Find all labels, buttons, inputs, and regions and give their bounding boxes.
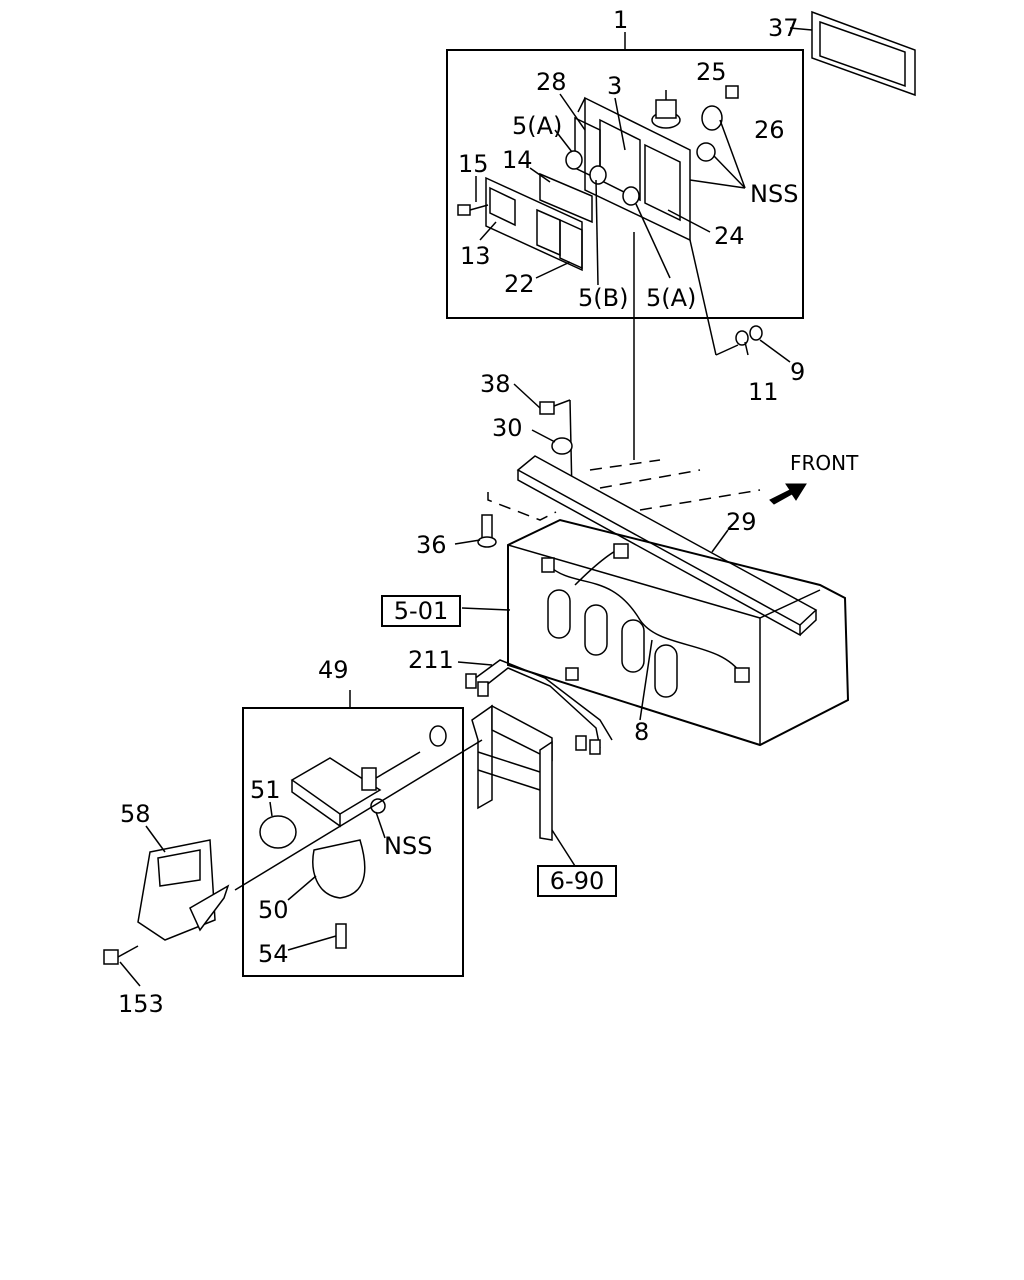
callout-25: 25 xyxy=(696,58,727,86)
bracket-29 xyxy=(516,455,818,637)
callout-30: 30 xyxy=(492,414,523,442)
callout-1: 1 xyxy=(613,6,628,34)
bulb-5a-upper xyxy=(565,150,583,170)
nut-30 xyxy=(551,437,573,455)
callout-50: 50 xyxy=(258,896,289,924)
callout-26: 26 xyxy=(754,116,785,144)
frame-body xyxy=(487,459,850,747)
callout-49: 49 xyxy=(318,656,349,684)
callout-51: 51 xyxy=(250,776,281,804)
lamp-58 xyxy=(103,839,230,965)
callout-9: 9 xyxy=(790,358,805,386)
bulb-5b xyxy=(589,165,607,185)
front-label: FRONT xyxy=(790,451,859,475)
callout-54: 54 xyxy=(258,940,289,968)
switch-25 xyxy=(651,90,681,129)
ref-box-6-90[interactable]: 6-90 xyxy=(537,865,617,897)
screw-26 xyxy=(725,85,739,99)
nss-parts-top xyxy=(689,105,746,189)
callout-5b: 5(B) xyxy=(578,284,628,312)
lamp-housing xyxy=(565,96,691,242)
screw-54 xyxy=(335,923,347,949)
callout-5a-lower: 5(A) xyxy=(646,284,696,312)
cover-50 xyxy=(312,839,366,899)
callout-211: 211 xyxy=(408,646,454,674)
lens-plate xyxy=(485,172,593,272)
callout-58: 58 xyxy=(120,800,151,828)
bracket-6-90 xyxy=(471,704,576,867)
callout-3: 3 xyxy=(607,72,622,100)
callout-14: 14 xyxy=(502,146,533,174)
callout-36: 36 xyxy=(416,531,447,559)
callout-153: 153 xyxy=(118,990,164,1018)
callout-22: 22 xyxy=(504,270,535,298)
leader-lines xyxy=(119,93,791,987)
bulb-51 xyxy=(259,815,297,849)
callout-28: 28 xyxy=(536,68,567,96)
callout-29: 29 xyxy=(726,508,757,536)
assembly-49-box xyxy=(234,690,483,977)
assembly-1-box xyxy=(446,32,804,460)
nss-label-bottom: NSS xyxy=(384,832,432,860)
nss-label-top: NSS xyxy=(750,180,798,208)
callout-8: 8 xyxy=(634,718,649,746)
front-arrow-icon xyxy=(769,483,807,505)
part-37-cover xyxy=(789,10,916,97)
callout-38: 38 xyxy=(480,370,511,398)
screw-15 xyxy=(457,204,489,216)
ref-6-90-label: 6-90 xyxy=(550,867,604,895)
callout-24: 24 xyxy=(714,222,745,250)
gasket-14 xyxy=(539,172,593,224)
callout-15: 15 xyxy=(458,150,489,178)
ref-box-5-01[interactable]: 5-01 xyxy=(381,595,461,627)
callout-13: 13 xyxy=(460,242,491,270)
callout-37: 37 xyxy=(768,14,799,42)
nut-washer xyxy=(735,325,763,346)
callout-labels: 1 28 3 25 26 5(A) 15 14 NSS 24 13 22 5(B… xyxy=(118,6,859,1018)
harness-211 xyxy=(465,659,613,755)
callout-5a-upper: 5(A) xyxy=(512,112,562,140)
bolt-153 xyxy=(103,949,119,965)
bulb-5a-lower xyxy=(622,186,640,206)
ref-5-01-label: 5-01 xyxy=(394,597,448,625)
bolt-36 xyxy=(477,514,497,548)
callout-11: 11 xyxy=(748,378,779,406)
